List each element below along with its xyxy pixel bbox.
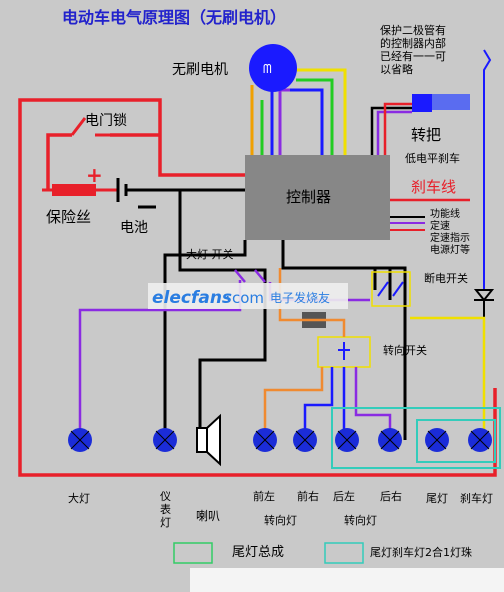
- throttle-connector: [412, 94, 432, 112]
- svg-text:以省略: 以省略: [380, 62, 413, 76]
- lamp-meter: [153, 428, 177, 452]
- throttle-label: 转把: [411, 126, 441, 144]
- lamp-label-front-left: 前左: [253, 489, 275, 503]
- diode-note: 保护二极管有 的控制器内部 已经有一一可 以省略: [380, 23, 446, 76]
- lamp-rear-left: [335, 428, 359, 452]
- power-off-switch-label: 断电开关: [424, 271, 468, 285]
- battery-label: 电池: [120, 220, 148, 236]
- svg-text:elecfans: elecfans: [152, 288, 232, 308]
- black-wires: [163, 190, 407, 440]
- door-lock-switch: [70, 117, 110, 137]
- low-brake-label: 低电平刹车: [405, 151, 460, 165]
- lamp-label-rear-right: 后右: [380, 489, 402, 503]
- legend-tail-swatch: [173, 542, 213, 564]
- legend-brake-swatch: [324, 542, 364, 564]
- throttle-grip-icon: [432, 94, 470, 110]
- turn-switch: [338, 342, 350, 360]
- protection-diode-icon: [473, 289, 495, 302]
- lamp-label-horn: 喇叭: [196, 508, 220, 523]
- lamp-label-meter-2: 表: [160, 502, 171, 516]
- battery-plus-sign: +: [86, 163, 103, 187]
- svg-text:定速指示: 定速指示: [430, 231, 470, 244]
- svg-text:定速: 定速: [430, 219, 450, 232]
- legend-tail-label: 尾灯总成: [232, 545, 284, 560]
- power-off-switch: [377, 281, 404, 297]
- controller-box: [245, 155, 390, 240]
- bottom-smudge: [190, 568, 504, 592]
- function-wires: [390, 216, 425, 231]
- turn-light-label-front: 转向灯: [264, 513, 297, 527]
- red-power-loop: [18, 98, 497, 477]
- lamp-label-brake: 刹车灯: [460, 491, 493, 505]
- motor-label: 无刷电机: [172, 62, 228, 78]
- lamp-label-meter-3: 灯: [160, 516, 171, 529]
- throttle-wires: [370, 102, 412, 155]
- lamp-label-rear-left: 后左: [333, 490, 355, 503]
- lamp-tail: [425, 428, 449, 452]
- lamp-label-headlight: 大灯: [68, 491, 90, 505]
- protection-diode-wire: [483, 49, 492, 290]
- tail-light-assembly-box: [331, 407, 501, 469]
- lamp-front-right: [293, 428, 317, 452]
- svg-text:功能线: 功能线: [430, 207, 460, 220]
- fuse-label: 保险丝: [46, 208, 91, 226]
- lamp-front-left: [253, 428, 277, 452]
- power-off-switch-box: [371, 271, 411, 307]
- lamp-label-tail: 尾灯: [426, 492, 448, 505]
- brake-tail-lamp-box: [416, 419, 496, 463]
- horn-icon: [196, 413, 221, 467]
- lamp-brake: [468, 428, 492, 452]
- turn-light-label-rear: 转向灯: [344, 513, 377, 527]
- door-lock-label: 电门锁: [85, 113, 127, 129]
- lamp-headlight: [68, 428, 92, 452]
- legend-brake-label: 尾灯刹车灯2合1灯珠: [370, 545, 472, 559]
- svg-text:已经有一一可: 已经有一一可: [380, 49, 446, 63]
- svg-text:保护二极管有: 保护二极管有: [380, 23, 446, 37]
- svg-text:电子发烧友: 电子发烧友: [270, 290, 330, 305]
- diagram-title: 电动车电气原理图（无刷电机）: [62, 8, 286, 27]
- controller-label: 控制器: [286, 188, 331, 206]
- lamp-label-meter-1: 仪: [160, 490, 171, 503]
- svg-text:·: ·: [225, 288, 230, 308]
- svg-text:电源灯等: 电源灯等: [430, 243, 470, 256]
- turn-switch-label: 转向开关: [383, 343, 427, 357]
- watermark: elecfans · com 电子发烧友: [148, 283, 348, 309]
- headlight-switch-label: 大灯 开关: [186, 247, 234, 261]
- brake-light-wire: [410, 316, 486, 440]
- lamp-label-front-right: 前右: [297, 489, 319, 503]
- brake-line-label: 刹车线: [411, 178, 456, 196]
- svg-text:ᗰ: ᗰ: [263, 62, 272, 76]
- svg-text:的控制器内部: 的控制器内部: [380, 36, 446, 50]
- brushless-motor-icon: [249, 44, 297, 92]
- svg-text:com: com: [232, 289, 264, 307]
- lamp-rear-right: [378, 428, 402, 452]
- function-lines-label: 功能线 定速 定速指示 电源灯等: [430, 207, 470, 256]
